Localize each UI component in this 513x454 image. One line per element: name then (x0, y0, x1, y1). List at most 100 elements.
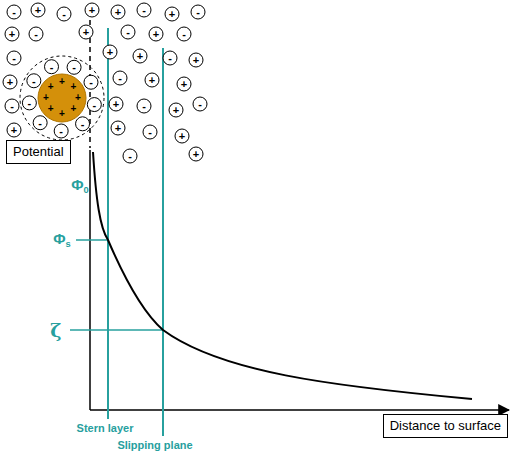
ion-charge: + (179, 131, 185, 142)
ion-charge: - (34, 29, 38, 40)
stern-potential-tick (76, 239, 108, 241)
ion-circle (113, 71, 127, 85)
stern-potential: Φs (53, 231, 70, 249)
ion-circle (22, 96, 36, 110)
ion-circle (27, 74, 41, 88)
ion-circle (177, 27, 191, 41)
ion-circle (165, 7, 179, 21)
ion-charge: + (7, 77, 13, 88)
axis-label: Potential (13, 144, 64, 159)
ion-charge: - (196, 7, 200, 18)
ion-circle (177, 77, 191, 91)
ion-charge: - (10, 101, 14, 112)
ion-circle (76, 117, 90, 131)
ion-circle (169, 103, 183, 117)
slipping-plane-label: Slipping plane (117, 440, 192, 451)
ion-circle (189, 53, 203, 67)
ion-circle (54, 124, 68, 138)
surface-charge: + (59, 109, 65, 119)
x-axis (90, 409, 509, 411)
surface-charge: + (48, 104, 54, 114)
ion-charge: - (62, 9, 66, 20)
ion-circle (67, 60, 81, 74)
ion-circle (79, 25, 93, 39)
ion-circle (145, 73, 159, 87)
ion-charge: - (148, 127, 152, 138)
ion-circle (143, 125, 157, 139)
surface-charge: + (70, 104, 76, 114)
ion-circle (123, 149, 137, 163)
ion-circle (5, 27, 19, 41)
ion-charge: + (9, 29, 15, 40)
ion-circle (31, 3, 45, 17)
axis-title-box: Potential (6, 140, 71, 164)
ion-charge: + (83, 27, 89, 38)
ion-charge: + (169, 9, 175, 20)
ion-circle (189, 147, 203, 161)
ion-charge: - (182, 29, 186, 40)
surface-potential: Φ0 (71, 177, 88, 195)
ion-charge: + (89, 5, 95, 16)
surface-charge: + (70, 82, 76, 92)
ion-charge: - (12, 53, 16, 64)
ion-charge: - (168, 53, 172, 64)
axis-label: Distance to surface (390, 418, 501, 433)
ion-circle (45, 60, 59, 74)
ion-charge: - (72, 62, 76, 73)
ion-charge: + (193, 149, 199, 160)
surface-charge: + (75, 93, 81, 103)
stern-layer-label: Stern layer (77, 423, 134, 434)
ion-circle (7, 5, 21, 19)
zeta-potential: ζ (50, 321, 61, 340)
ion-circle (57, 7, 71, 21)
ion-charge: - (12, 7, 16, 18)
ion-charge: - (32, 75, 36, 86)
ion-circle (193, 97, 207, 111)
ion-charge: - (59, 125, 63, 136)
ion-charge: - (142, 101, 146, 112)
ion-charge: + (113, 99, 119, 110)
ion-charge: - (118, 73, 122, 84)
ion-circle (163, 51, 177, 65)
ion-circle (191, 5, 205, 19)
ion-charge: + (149, 75, 155, 86)
ion-charge: - (126, 27, 130, 38)
ion-circle (111, 5, 125, 19)
ion-circle (3, 75, 17, 89)
zeta-potential-tick (70, 329, 163, 331)
surface-charge: + (59, 77, 65, 87)
ion-charge: - (89, 77, 93, 88)
ion-charge: - (142, 5, 146, 16)
ion-circle (149, 27, 163, 41)
ion-charge: + (11, 125, 17, 136)
slipping-plane-line (162, 48, 164, 436)
ion-charge: + (193, 55, 199, 66)
ion-circle (121, 25, 135, 39)
stern-boundary-circle (20, 56, 104, 140)
ion-charge: - (81, 118, 85, 129)
ion-charge: - (92, 99, 96, 110)
ion-charge: + (137, 51, 143, 62)
surface-charge: + (43, 93, 49, 103)
ion-circle (175, 129, 189, 143)
ion-circle (109, 97, 123, 111)
ion-charge: - (128, 151, 132, 162)
ion-circle (5, 99, 19, 113)
ion-circle (137, 99, 151, 113)
ion-circle (133, 49, 147, 63)
ion-circle (85, 3, 99, 17)
ion-circle (87, 98, 101, 112)
surface-charge: + (48, 82, 54, 92)
axis-title-box: Distance to surface (383, 414, 508, 438)
ion-charge: + (35, 5, 41, 16)
ion-charge: + (115, 7, 121, 18)
ion-circle (103, 45, 117, 59)
ion-charge: + (181, 79, 187, 90)
ion-circle (33, 116, 47, 130)
ion-circle (7, 123, 21, 137)
ion-circle (84, 75, 98, 89)
ion-charge: - (28, 97, 32, 108)
ion-charge: + (153, 29, 159, 40)
ion-charge: + (115, 123, 121, 134)
